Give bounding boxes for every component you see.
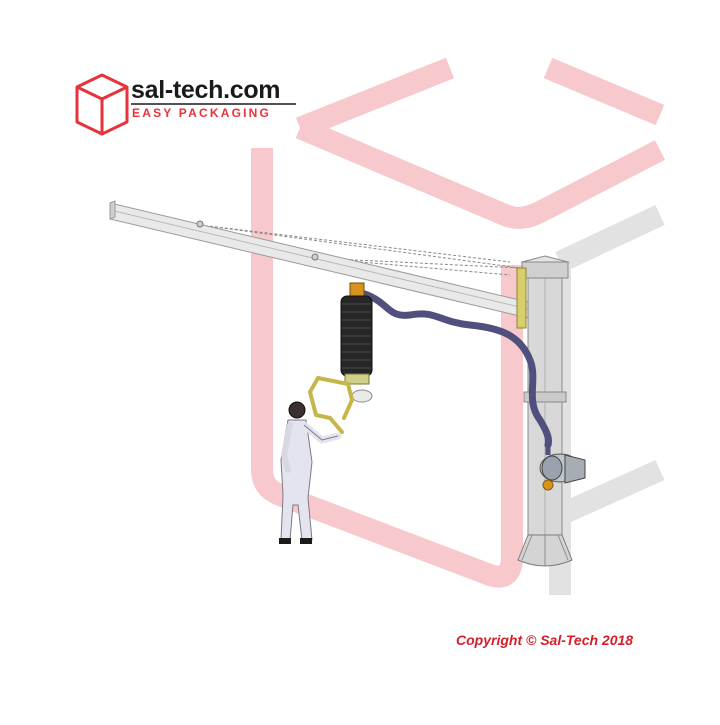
watermark-cube — [251, 57, 666, 595]
brand-logo-tagline: EASY PACKAGING — [132, 106, 272, 120]
brand-logo-wordmark: sal-tech.com — [131, 76, 281, 104]
operator-figure — [279, 401, 342, 544]
slew-bracket — [516, 267, 527, 329]
copyright-notice: Copyright © Sal-Tech 2018 — [456, 632, 634, 648]
vacuum-blower — [539, 440, 586, 491]
lifter-handle — [308, 376, 354, 434]
lift-tube — [340, 282, 373, 403]
vacuum-hose — [354, 288, 552, 449]
crane-boom — [109, 200, 529, 319]
jib-crane — [109, 200, 586, 567]
logo-cube-icon — [75, 73, 129, 136]
